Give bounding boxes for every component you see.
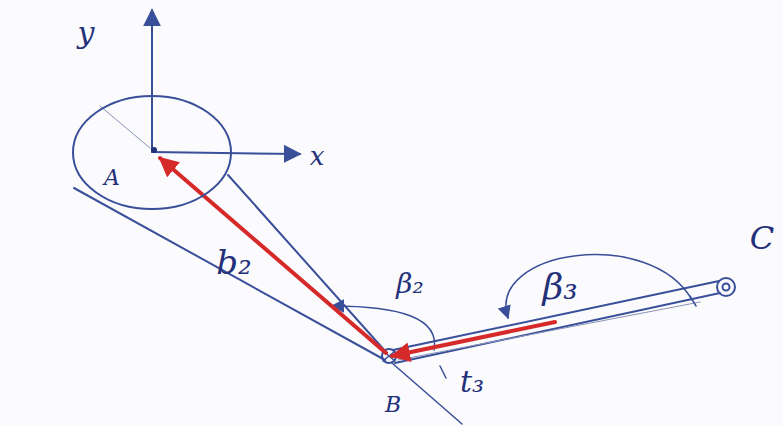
point-label: A — [104, 167, 120, 189]
symbol-label: B — [385, 394, 401, 416]
angle-arc — [506, 255, 692, 318]
symbol-label: β₂ — [396, 270, 423, 298]
guide-line — [392, 363, 462, 424]
guide-line — [100, 106, 150, 148]
angle-arc — [332, 306, 435, 350]
point-a — [151, 147, 157, 153]
symbol-label: b₂ — [216, 245, 251, 279]
joint-c — [723, 284, 730, 291]
symbol-label: C — [750, 222, 774, 254]
symbol-label: t₃ — [460, 367, 484, 397]
node-outline — [73, 96, 231, 209]
symbol-label: β₃ — [542, 269, 577, 305]
y-axis — [151, 10, 153, 152]
node-outline — [72, 95, 232, 210]
symbol-label: x — [310, 143, 325, 169]
joint-c — [717, 278, 735, 296]
circle-node: A — [72, 95, 232, 210]
vector-t3 — [392, 322, 555, 356]
guide-line — [398, 302, 700, 360]
belt-line — [74, 188, 385, 360]
symbol-label: y — [78, 18, 95, 48]
tick-mark — [440, 366, 446, 378]
vector-b2 — [160, 158, 386, 353]
x-axis — [152, 152, 300, 154]
